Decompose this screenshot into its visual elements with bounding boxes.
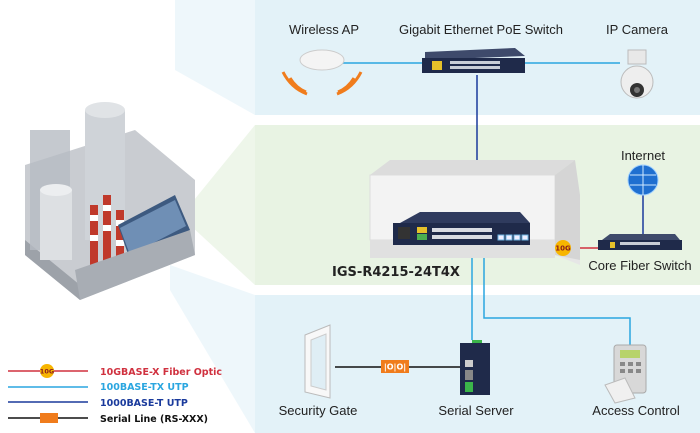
legend-100base: 100BASE-TX UTP	[100, 382, 189, 393]
legend-fiber-badge-text: 10G	[40, 368, 54, 376]
factory-illustration	[25, 102, 195, 300]
middle-funnel	[190, 125, 255, 285]
label-core-switch: Core Fiber Switch	[588, 258, 691, 273]
main-switch-icon	[393, 212, 530, 245]
ip-camera-icon	[620, 49, 654, 99]
label-wireless-ap: Wireless AP	[289, 22, 359, 37]
legend: 10GBASE-X Fiber Optic 100BASE-TX UTP 100…	[8, 367, 222, 425]
badges-layer: 10G |O|O| 10G	[40, 240, 571, 423]
legend-fiber: 10GBASE-X Fiber Optic	[100, 367, 222, 378]
label-access-control: Access Control	[592, 403, 680, 418]
fiber-badge	[555, 240, 571, 256]
poe-switch-icon	[422, 48, 525, 73]
serial-badge	[381, 360, 409, 373]
label-ip-camera: IP Camera	[606, 22, 669, 37]
fiber-badge-text: 10G	[555, 245, 571, 253]
label-security-gate: Security Gate	[279, 403, 358, 418]
label-main-switch: IGS-R4215-24T4X	[332, 265, 460, 280]
core-switch-icon	[598, 234, 682, 250]
legend-serial: Serial Line (RS-XXX)	[100, 414, 208, 425]
label-serial-server: Serial Server	[438, 403, 514, 418]
legend-fiber-badge	[40, 364, 54, 378]
internet-globe-icon	[627, 164, 659, 196]
serial-badge-text: |O|O|	[384, 363, 406, 372]
wireless-ap-icon	[281, 49, 363, 96]
label-poe-switch: Gigabit Ethernet PoE Switch	[399, 22, 563, 37]
label-internet: Internet	[621, 148, 665, 163]
access-control-icon	[604, 344, 647, 404]
serial-server-icon	[460, 340, 490, 395]
legend-serial-badge	[40, 413, 58, 423]
bottom-funnel	[170, 265, 255, 433]
security-gate-icon	[304, 324, 331, 399]
line-100base-access	[483, 250, 631, 345]
legend-1000base: 1000BASE-T UTP	[100, 398, 188, 409]
top-funnel	[175, 0, 255, 115]
